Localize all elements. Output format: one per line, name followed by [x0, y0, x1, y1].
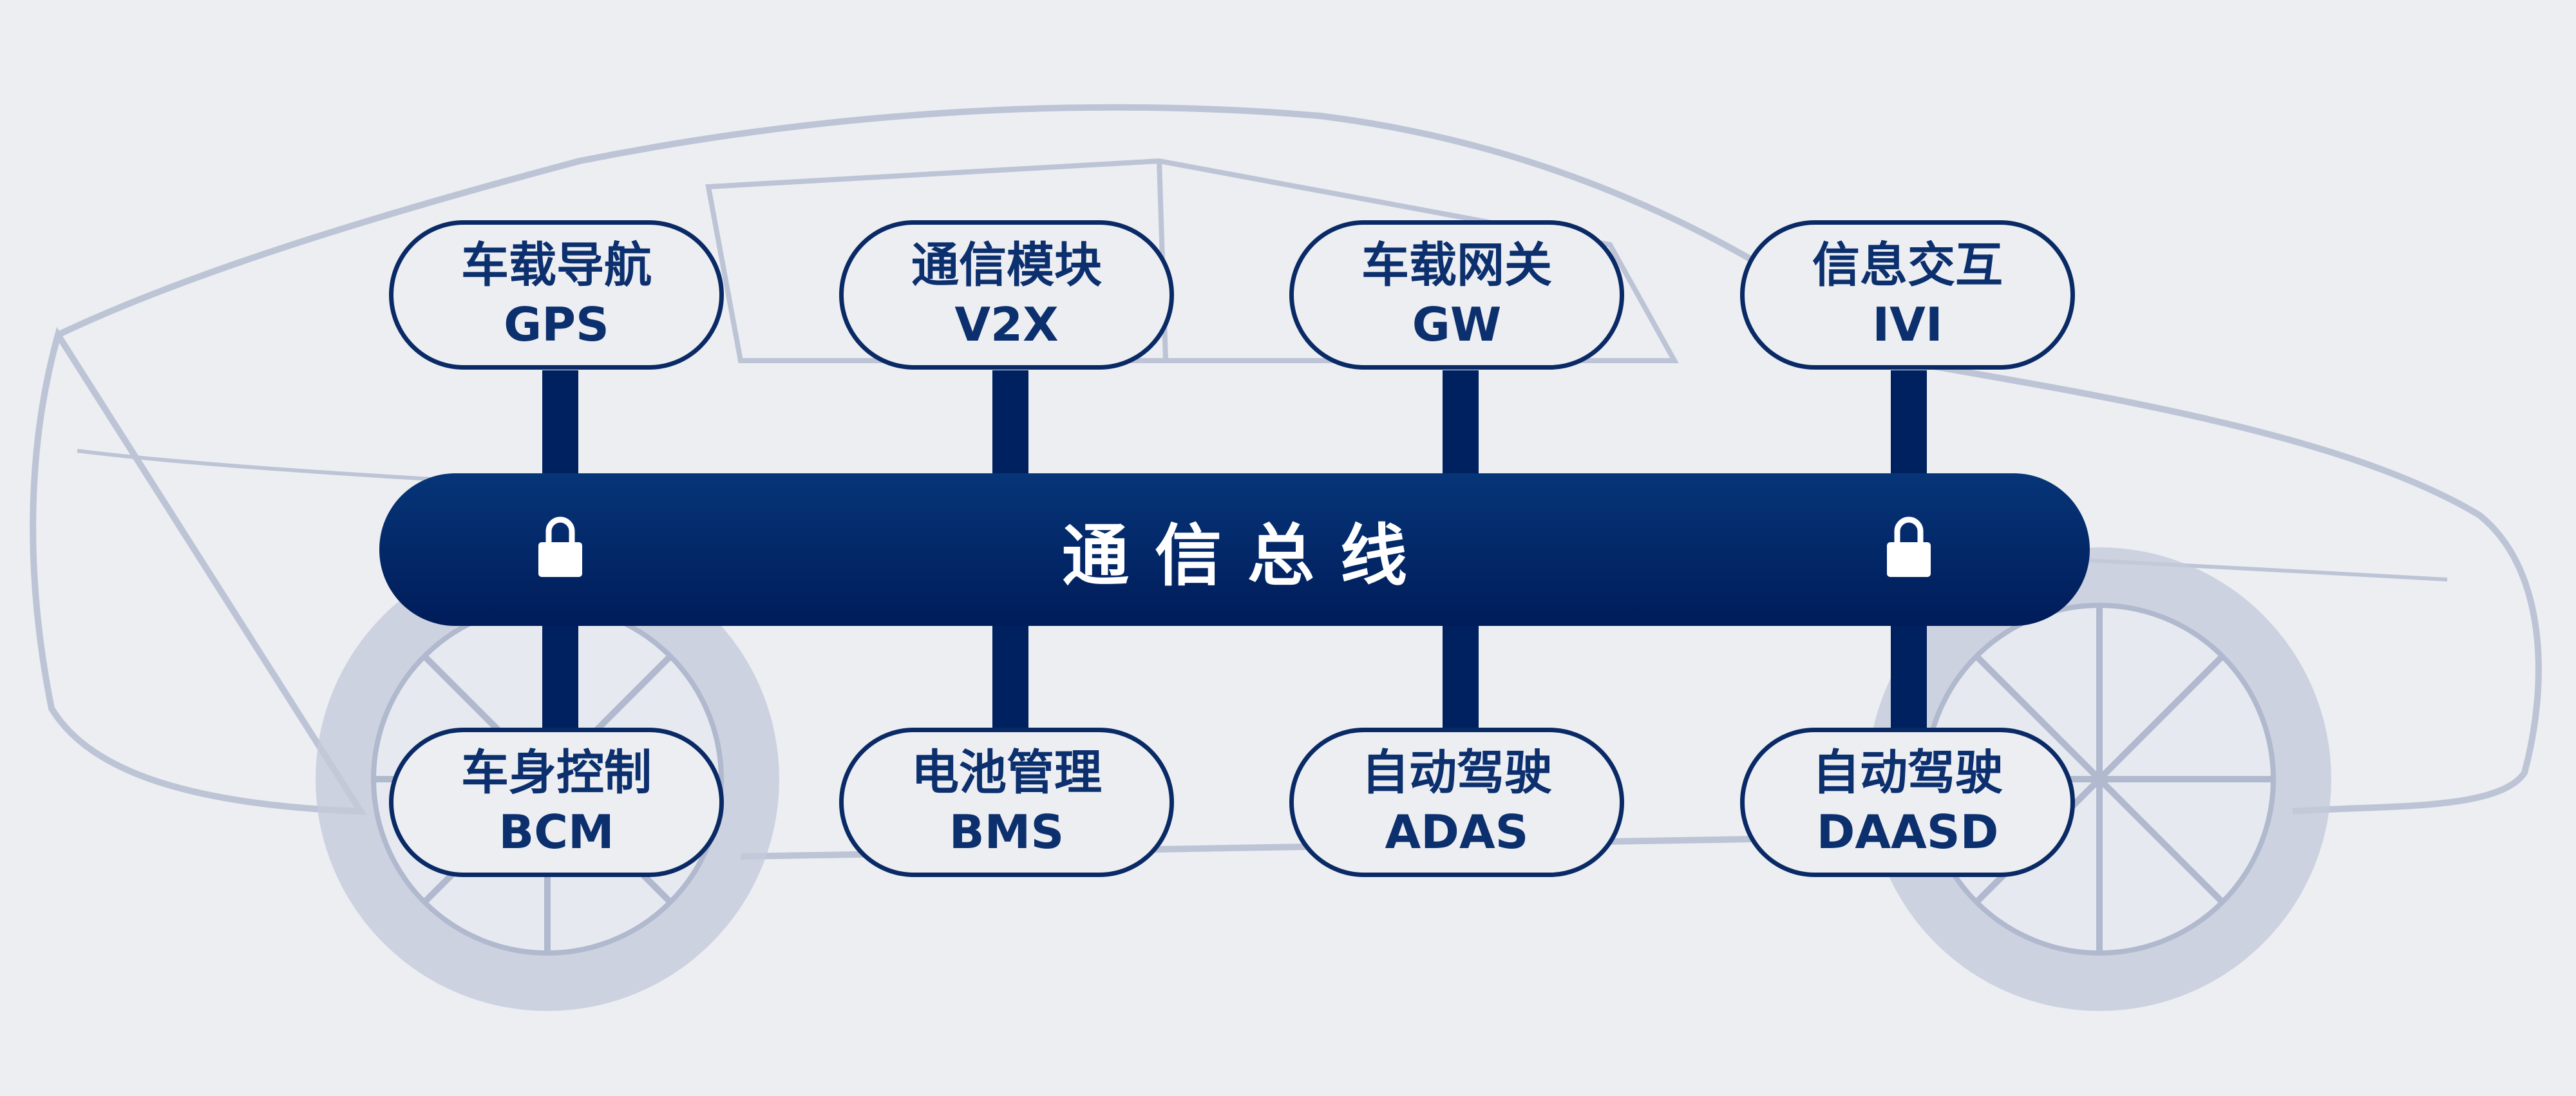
connector-bcm: [542, 621, 578, 730]
node-label-cn: 通信模块: [911, 238, 1102, 293]
communication-bus: 通信总线: [379, 473, 2090, 626]
node-label-en: DAASD: [1816, 805, 1999, 859]
node-label-en: BMS: [949, 805, 1065, 859]
connector-daasd: [1891, 621, 1927, 730]
node-label-en: GW: [1412, 298, 1502, 352]
node-label-cn: 车身控制: [461, 745, 652, 800]
node-label-en: ADAS: [1385, 805, 1529, 859]
node-label-cn: 自动驾驶: [1812, 745, 2003, 800]
connector-gw: [1443, 370, 1479, 477]
connector-v2x: [992, 370, 1028, 477]
lock-icon: [538, 516, 582, 577]
node-label-cn: 自动驾驶: [1361, 745, 1552, 800]
node-label-cn: 车载网关: [1361, 238, 1552, 293]
bus-title: 通信总线: [1061, 516, 1433, 595]
node-label-en: V2X: [954, 298, 1059, 352]
node-label-cn: 电池管理: [911, 745, 1102, 800]
connector-bms: [992, 621, 1028, 730]
node-label-cn: 车载导航: [461, 238, 652, 293]
node-label-en: IVI: [1872, 298, 1943, 352]
connector-ivi: [1891, 370, 1927, 477]
node-label-cn: 信息交互: [1812, 238, 2003, 293]
node-label-en: GPS: [504, 298, 609, 352]
node-label-en: BCM: [498, 805, 614, 859]
lock-icon: [1887, 516, 1931, 577]
connector-adas: [1443, 621, 1479, 730]
connector-gps: [542, 370, 578, 477]
